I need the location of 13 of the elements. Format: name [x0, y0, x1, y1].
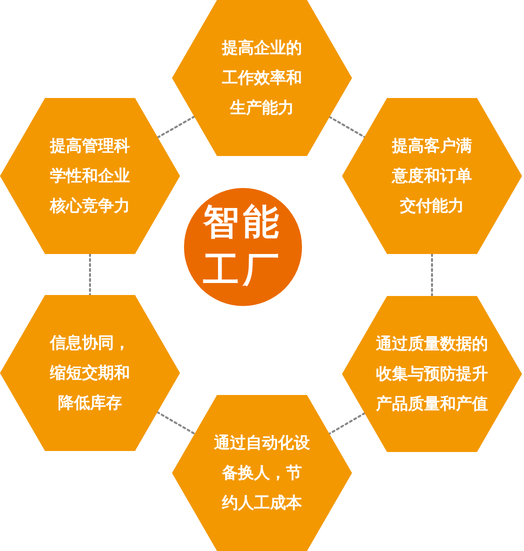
hexagon-label: 提高客户满意度和订单交付能力 [390, 135, 473, 217]
hexagon-label: 提高企业的工作效率和生产能力 [220, 37, 303, 119]
hexagon-label: 通过质量数据的收集与预防提升产品质量和产值 [375, 333, 489, 415]
hexagon-label: 信息协同，缩短交期和降低库存 [48, 332, 131, 414]
hexagon-label: 通过自动化设备换人，节约人工成本 [213, 432, 311, 514]
dotted-connector [156, 116, 196, 138]
dotted-connector [156, 411, 196, 435]
dotted-connector [89, 253, 91, 296]
center-title: 智能工厂 [203, 201, 283, 293]
dotted-connector [328, 412, 366, 435]
dotted-connector [328, 116, 366, 138]
hexagon-label: 提高管理科学性和企业核心竞争力 [48, 135, 131, 217]
dotted-connector [431, 253, 433, 297]
